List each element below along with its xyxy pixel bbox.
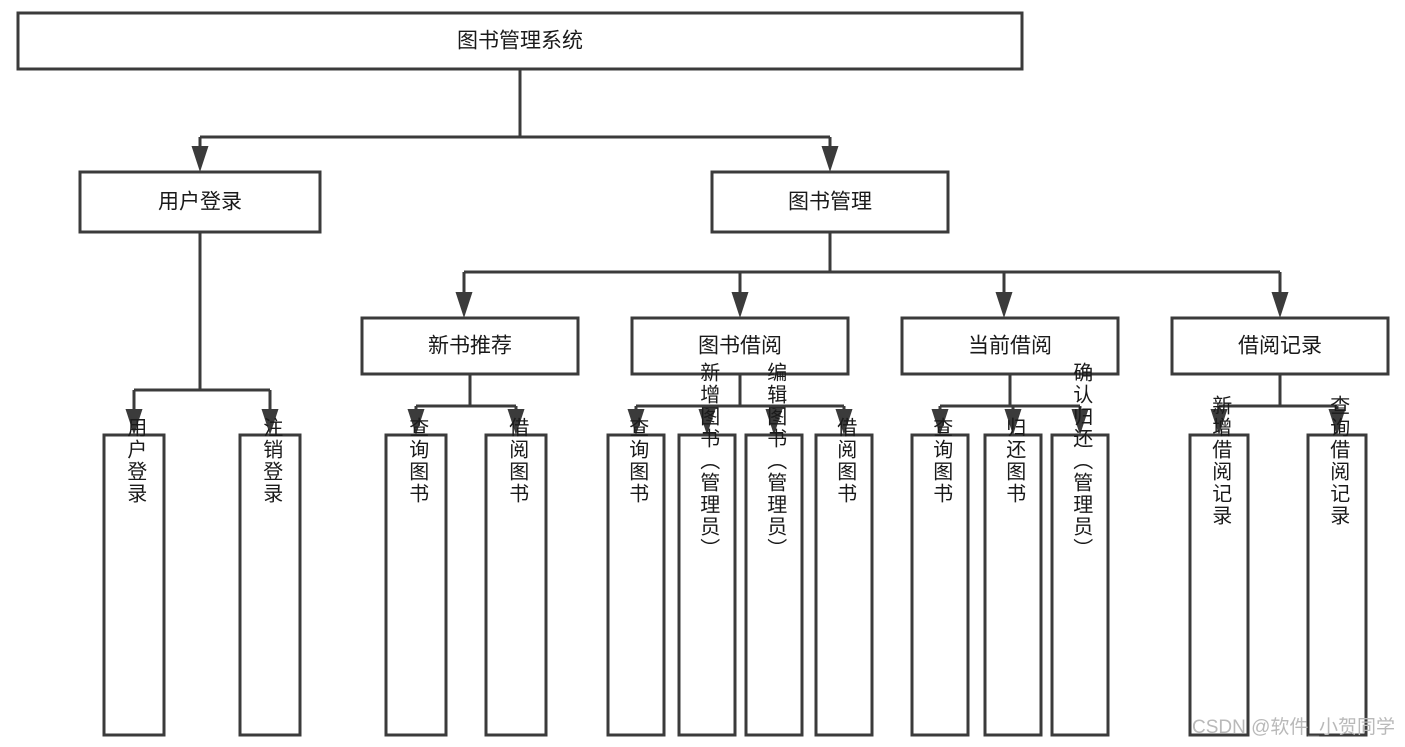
- node-book-borrow-rect[interactable]: [630, 316, 850, 376]
- current-borrow-arrow-0-arrowhead: [931, 409, 949, 435]
- node-root-label: 图书管理系统: [457, 30, 583, 53]
- book-borrow-arrow-3-arrowhead: [835, 409, 853, 435]
- user-login-arrow-0-arrowhead: [125, 409, 143, 435]
- node-user-login-label: 用户登录: [158, 191, 242, 214]
- leaf-leaf-query-book-1-rect[interactable]: [384, 433, 448, 737]
- borrow-record-arrow-0-arrowhead: [1210, 409, 1228, 435]
- node-root-rect[interactable]: [16, 11, 1024, 71]
- leaf-leaf-query-book-1[interactable]: 查询图书: [384, 417, 448, 737]
- node-book-manage[interactable]: 图书管理: [710, 170, 950, 234]
- node-current-borrow-rect[interactable]: [900, 316, 1120, 376]
- node-current-borrow[interactable]: 当前借阅: [900, 316, 1120, 376]
- node-book-borrow-label: 图书借阅: [698, 335, 782, 358]
- leaf-leaf-query-record[interactable]: 查询借阅记录: [1306, 395, 1368, 737]
- leaf-leaf-borrow-book-2-label: 借阅图书: [834, 417, 857, 505]
- leaf-leaf-add-record-label: 新增借阅记录: [1209, 395, 1232, 527]
- leaf-leaf-query-book-2[interactable]: 查询图书: [606, 417, 666, 737]
- node-user-login[interactable]: 用户登录: [78, 170, 322, 234]
- node-book-manage-rect[interactable]: [710, 170, 950, 234]
- node-borrow-record-label: 借阅记录: [1238, 335, 1322, 358]
- node-book-borrow[interactable]: 图书借阅: [630, 316, 850, 376]
- node-new-book-recommend-label: 新书推荐: [428, 335, 512, 358]
- leaf-leaf-borrow-book-2[interactable]: 借阅图书: [814, 417, 874, 737]
- leaf-leaf-logout-rect[interactable]: [238, 433, 302, 737]
- leaf-leaf-borrow-book-2-rect[interactable]: [814, 433, 874, 737]
- new-book-recommend-arrow-1-arrowhead: [507, 409, 525, 435]
- book-borrow-arrow-1-arrowhead: [698, 409, 716, 435]
- leaf-leaf-query-book-3[interactable]: 查询图书: [910, 417, 970, 737]
- leaf-leaf-add-book[interactable]: 新增图书（管理员）: [677, 362, 737, 737]
- leaf-leaf-borrow-book-1-rect[interactable]: [484, 433, 548, 737]
- leaf-leaf-add-book-label: 新增图书（管理员）: [697, 362, 720, 560]
- leaf-leaf-confirm-return-label: 确认归还（管理员）: [1070, 362, 1093, 560]
- leaf-leaf-confirm-return[interactable]: 确认归还（管理员）: [1050, 362, 1110, 737]
- user-login-arrow-1-arrowhead: [261, 409, 279, 435]
- leaf-leaf-query-record-rect[interactable]: [1306, 433, 1368, 737]
- leaf-leaf-logout-label: 注销登录: [260, 417, 283, 505]
- leaf-leaf-add-record[interactable]: 新增借阅记录: [1188, 395, 1250, 737]
- book-borrow-arrow-0-arrowhead: [627, 409, 645, 435]
- node-new-book-recommend-rect[interactable]: [360, 316, 580, 376]
- leaf-leaf-query-book-3-label: 查询图书: [930, 417, 953, 505]
- leaf-leaf-edit-book-rect[interactable]: [744, 433, 804, 737]
- leaf-leaf-borrow-book-1[interactable]: 借阅图书: [484, 417, 548, 737]
- leaf-leaf-query-book-2-rect[interactable]: [606, 433, 666, 737]
- node-book-manage-label: 图书管理: [788, 191, 872, 214]
- book-manage-arrow-2-arrowhead: [995, 292, 1013, 318]
- root-arrow-0-arrowhead: [191, 146, 209, 172]
- node-borrow-record[interactable]: 借阅记录: [1170, 316, 1390, 376]
- leaf-leaf-edit-book-label: 编辑图书（管理员）: [764, 362, 787, 560]
- leaf-leaf-query-book-1-label: 查询图书: [406, 417, 429, 505]
- leaf-leaf-return-book-rect[interactable]: [983, 433, 1043, 737]
- book-borrow-arrow-2-arrowhead: [765, 409, 783, 435]
- leaf-leaf-borrow-book-1-label: 借阅图书: [506, 417, 529, 505]
- leaf-leaf-query-record-label: 查询借阅记录: [1327, 395, 1350, 527]
- current-borrow-arrow-2-arrowhead: [1071, 409, 1089, 435]
- leaf-leaf-return-book-label: 归还图书: [1003, 417, 1026, 505]
- root-arrow-1-arrowhead: [821, 146, 839, 172]
- book-manage-arrow-3-arrowhead: [1271, 292, 1289, 318]
- leaf-leaf-add-record-rect[interactable]: [1188, 433, 1250, 737]
- leaf-leaf-user-login[interactable]: 用户登录: [102, 417, 166, 737]
- leaf-leaf-query-book-3-rect[interactable]: [910, 433, 970, 737]
- node-borrow-record-rect[interactable]: [1170, 316, 1390, 376]
- borrow-record-arrow-1-arrowhead: [1328, 409, 1346, 435]
- book-manage-arrow-1-arrowhead: [731, 292, 749, 318]
- leaf-leaf-return-book[interactable]: 归还图书: [983, 417, 1043, 737]
- new-book-recommend-arrow-0-arrowhead: [407, 409, 425, 435]
- connectors-layer: [125, 69, 1346, 435]
- leaf-leaf-edit-book[interactable]: 编辑图书（管理员）: [744, 362, 804, 737]
- leaf-leaf-user-login-rect[interactable]: [102, 433, 166, 737]
- node-current-borrow-label: 当前借阅: [968, 335, 1052, 358]
- leaf-leaf-add-book-rect[interactable]: [677, 433, 737, 737]
- node-new-book-recommend[interactable]: 新书推荐: [360, 316, 580, 376]
- leaf-leaf-query-book-2-label: 查询图书: [626, 417, 649, 505]
- leaf-leaf-confirm-return-rect[interactable]: [1050, 433, 1110, 737]
- boxes-layer: 图书管理系统用户登录图书管理新书推荐图书借阅当前借阅借阅记录用户登录注销登录查询…: [16, 11, 1390, 737]
- book-manage-arrow-0-arrowhead: [455, 292, 473, 318]
- node-user-login-rect[interactable]: [78, 170, 322, 234]
- current-borrow-arrow-1-arrowhead: [1004, 409, 1022, 435]
- leaf-leaf-user-login-label: 用户登录: [124, 417, 147, 505]
- leaf-leaf-logout[interactable]: 注销登录: [238, 417, 302, 737]
- node-root[interactable]: 图书管理系统: [16, 11, 1024, 71]
- csdn-watermark: CSDN @软件_小贺同学: [1192, 716, 1395, 738]
